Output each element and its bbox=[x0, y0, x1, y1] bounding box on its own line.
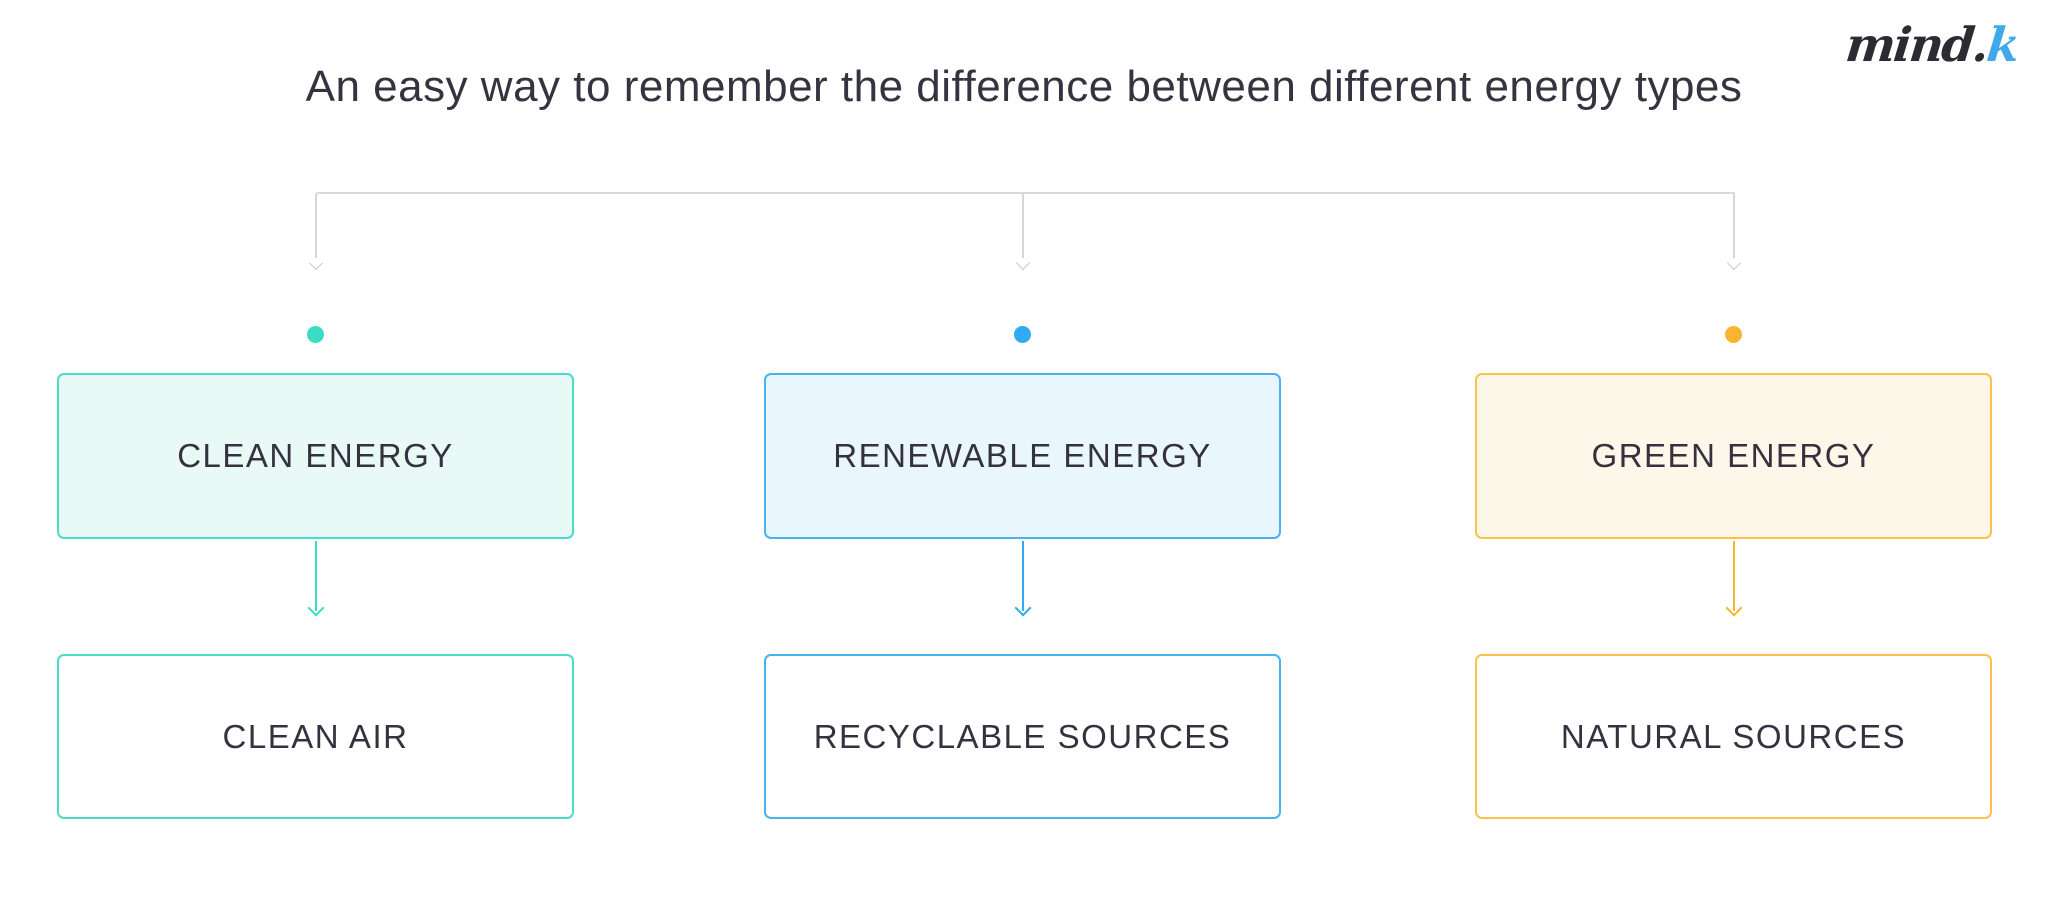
arrow-down-icon bbox=[1725, 599, 1742, 617]
node-clean-energy: CLEAN ENERGY bbox=[57, 373, 574, 539]
arrow-down-icon bbox=[1014, 599, 1031, 617]
column-green-energy: GREEN ENERGY NATURAL SOURCES bbox=[1475, 0, 1992, 904]
connector-vertical-line-middle bbox=[1022, 194, 1024, 258]
node-renewable-energy: RENEWABLE ENERGY bbox=[764, 373, 1281, 539]
node-label: RECYCLABLE SOURCES bbox=[813, 717, 1232, 755]
bullet-dot-renewable bbox=[1013, 326, 1031, 343]
node-natural-sources: NATURAL SOURCES bbox=[1475, 654, 1992, 819]
node-label: GREEN ENERGY bbox=[1591, 437, 1876, 474]
arrow-line-green bbox=[1732, 541, 1735, 611]
bullet-dot-clean bbox=[306, 326, 324, 343]
node-recyclable-sources: RECYCLABLE SOURCES bbox=[764, 654, 1281, 819]
bullet-dot-green bbox=[1724, 326, 1742, 343]
arrow-down-icon bbox=[307, 599, 324, 617]
column-renewable-energy: RENEWABLE ENERGY RECYCLABLE SOURCES bbox=[764, 0, 1281, 904]
node-label: NATURAL SOURCES bbox=[1560, 717, 1907, 755]
connector-horizontal-line bbox=[316, 192, 1735, 194]
node-label: RENEWABLE ENERGY bbox=[833, 437, 1212, 474]
node-label: CLEAN ENERGY bbox=[177, 437, 454, 474]
diagram-title: An easy way to remember the difference b… bbox=[305, 62, 1743, 111]
arrow-line-renewable bbox=[1021, 541, 1024, 611]
connector-vertical-line-right bbox=[1733, 194, 1735, 258]
connector-vertical-line-left bbox=[315, 194, 317, 258]
arrow-line-clean bbox=[314, 541, 317, 611]
node-clean-air: CLEAN AIR bbox=[57, 654, 574, 819]
column-clean-energy: CLEAN ENERGY CLEAN AIR bbox=[57, 0, 574, 904]
node-label: CLEAN AIR bbox=[222, 717, 409, 755]
node-green-energy: GREEN ENERGY bbox=[1475, 373, 1992, 539]
